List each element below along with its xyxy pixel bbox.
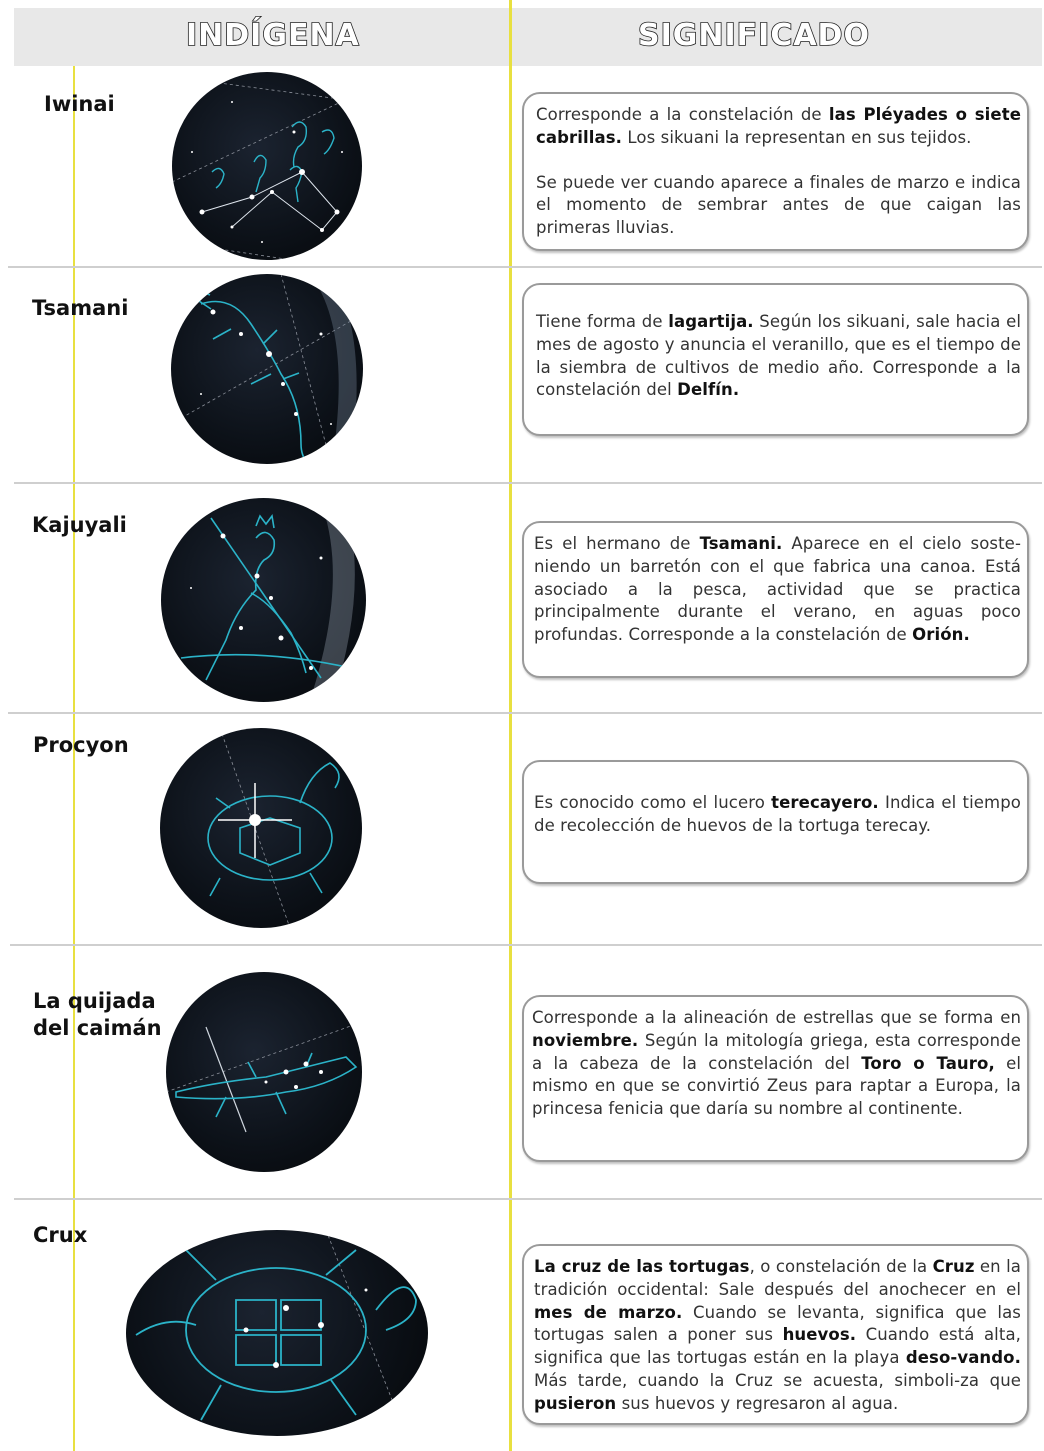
description-text: Corresponde a la alineación de estrellas… [532, 1007, 1021, 1121]
turtle-star-illustration [160, 728, 362, 928]
constellation-name: Procyon [33, 733, 129, 757]
description-box: La cruz de las tortugas, o constelación … [522, 1244, 1029, 1425]
table-header [14, 8, 1042, 66]
column-title-significado: SIGNIFICADO [637, 17, 870, 54]
row-divider [10, 944, 1042, 946]
highlighted-term: Delfín. [677, 380, 740, 400]
highlighted-term: mes de marzo. [534, 1302, 683, 1322]
column-title-indigena: INDÍGENA [185, 17, 360, 54]
highlighted-term: lagartija. [668, 312, 754, 331]
text-segment: Más tarde, cuando la Cruz se acuesta, si… [534, 1370, 1021, 1390]
constellation-name: Kajuyali [32, 513, 127, 537]
constellation-name: Tsamani [32, 296, 129, 320]
highlighted-term: terecayero. [771, 793, 879, 812]
text-segment: Aparece en el cielo soste-niendo un barr… [534, 534, 1021, 645]
highlighted-term: las Pléyades o siete cabrillas. [536, 105, 1021, 147]
highlighted-term: huevos. [782, 1325, 857, 1345]
highlighted-term: La cruz de las tortugas [534, 1257, 750, 1276]
row-divider [8, 266, 1042, 268]
text-segment: Según la mitología griega, esta correspo… [532, 1030, 1021, 1073]
text-segment: en la tradición occidental: Sale después… [534, 1257, 1021, 1299]
description-text: Se puede ver cuando aparece a finales de… [536, 172, 1021, 240]
text-segment: Los sikuani la representan en sus tejido… [622, 127, 972, 147]
description-box: Tiene forma de lagartija. Según los siku… [522, 283, 1029, 436]
highlighted-term: Cruz [932, 1257, 975, 1276]
caiman-constellation-illustration [166, 972, 362, 1172]
description-box: Es el hermano de Tsamani. Aparece en el … [522, 521, 1029, 678]
name-accent-line [73, 66, 75, 1451]
highlighted-term: noviembre. [532, 1030, 639, 1050]
column-divider-yellow [509, 0, 512, 1451]
description-text: La cruz de las tortugas, o constelación … [534, 1256, 1021, 1416]
row-divider [14, 1198, 1042, 1200]
text-segment: Tiene forma de [536, 312, 669, 331]
highlighted-term: Orión. [912, 625, 970, 645]
text-segment: el mismo en que se convirtió Zeus para r… [532, 1053, 1022, 1119]
text-segment: sus huevos y regresaron al agua. [616, 1393, 899, 1413]
description-text: Es conocido como el lucero terecayero. I… [534, 792, 1021, 838]
description-text: Tiene forma de lagartija. Según los siku… [536, 311, 1021, 402]
text-segment: Es el hermano de [534, 534, 700, 553]
sea-turtle-constellation-illustration [126, 1230, 428, 1436]
constellation-name: La quijada del caimán [33, 989, 162, 1040]
description-text: Corresponde a la constelación de las Plé… [536, 104, 1021, 150]
text-segment: , o constelación de la [749, 1257, 933, 1276]
description-box: Corresponde a la constelación de las Plé… [522, 92, 1029, 251]
highlighted-term: pusieron [534, 1393, 617, 1413]
constellation-name: Iwinai [44, 92, 115, 116]
lizard-constellation-illustration [171, 274, 363, 464]
text-segment: Se puede ver cuando aparece a finales de… [536, 172, 1021, 238]
text-segment: Indica el tiempo de recolección de huevo… [534, 793, 1021, 835]
pleiades-constellation-illustration [172, 72, 362, 260]
text-segment: Es conocido como el lucero [534, 793, 772, 812]
description-text: Es el hermano de Tsamani. Aparece en el … [534, 533, 1021, 647]
text-segment: Cuando está alta, significa que las tort… [534, 1325, 1021, 1368]
description-box: Corresponde a la alineación de estrellas… [522, 995, 1029, 1162]
constellation-name: Crux [33, 1223, 88, 1247]
row-divider [14, 482, 1042, 484]
highlighted-term: Tsamani. [699, 534, 783, 553]
text-segment: Corresponde a la alineación de estrellas… [532, 1008, 1021, 1027]
highlighted-term: deso-vando. [905, 1348, 1021, 1368]
text-segment: Según los sikuani, sale hacia el mes de … [536, 312, 1022, 400]
description-box: Es conocido como el lucero terecayero. I… [522, 760, 1029, 884]
text-segment: Cuando se levanta, significa que las tor… [534, 1302, 1021, 1345]
hunter-constellation-illustration [161, 498, 366, 702]
row-divider [8, 712, 1042, 714]
text-segment: Corresponde a la constelación de [536, 105, 829, 124]
highlighted-term: Toro o Tauro, [861, 1053, 995, 1073]
